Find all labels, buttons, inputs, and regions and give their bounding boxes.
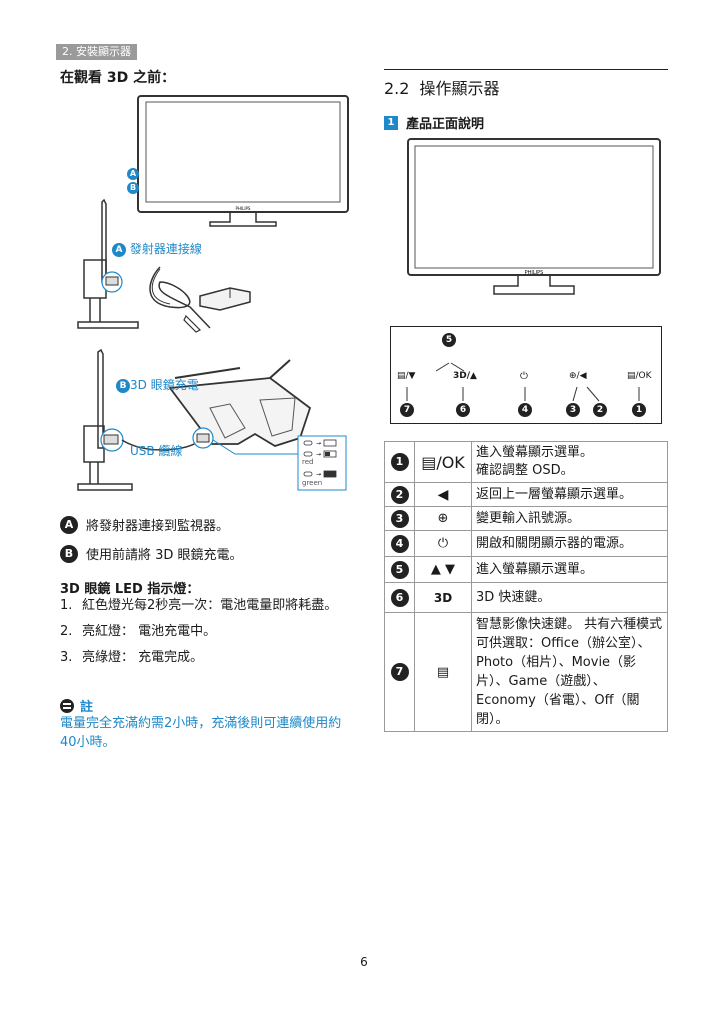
table-row: 6 3D 3D 快速鍵。 [384,582,668,613]
step-b-marker: B [60,544,78,563]
menu-ok-button[interactable]: ▤/OK [627,371,652,381]
svg-text:→: → [316,451,321,458]
control-num-5: 5 [442,333,456,347]
front-monitor-figure: PHILIPS [407,138,661,295]
before-3d-heading: 在觀看 3D 之前： [60,70,176,86]
list-item: 3.亮綠燈： 充電完成。 [60,650,204,665]
emitter-cable-label: A 發射器連接線 [112,240,202,257]
brand-logo: PHILIPS [525,270,544,276]
note-text: 電量完全充滿約需2小時，充滿後則可連續使用約40小時。 [60,716,342,750]
3d-icon: 3D [414,582,472,613]
table-row: 2 ◀ 返回上一層螢幕顯示選單。 [384,482,668,507]
control-panel-diagram: 5 ▤/▼ 3D/▲ ⏻ ⊕/◀ ▤/OK 7 6 4 3 2 1 [390,326,662,424]
brand-logo-small: PHILIPS [236,206,251,211]
input-icon: ⊕ [414,506,472,531]
menu-ok-icon: ▤/OK [414,441,472,483]
step-a-marker: A [60,515,78,534]
key-description-table: 1 ▤/OK 進入螢幕顯示選單。 確認調整 OSD。 2 ◀ 返回上一層螢幕顯示… [384,441,668,732]
section-rule [384,69,668,70]
left-arrow-icon: ◀ [414,482,472,507]
up-down-arrow-icon: ▲ ▼ [414,556,472,583]
control-num-3: 3 [566,403,580,417]
led-heading: 3D 眼鏡 LED 指示燈： [60,582,200,597]
row-desc: 進入螢幕顯示選單。 確認調整 OSD。 [471,441,668,483]
note-heading: 註 [60,696,93,715]
note-icon [60,698,74,713]
table-row: 7 ▤ 智慧影像快速鍵。 共有六種模式可供選取：Office（辦公室）、Phot… [384,612,668,732]
svg-text:→: → [316,471,321,478]
svg-text:→: → [316,440,321,447]
control-num-2: 2 [593,403,607,417]
usb-cable-label: USB 纜線 [130,444,183,458]
step-b-text: 使用前請將 3D 眼鏡充電。 [86,548,243,563]
monitor-emitter-figure: PHILIPS [77,95,349,333]
page-number: 6 [360,955,368,969]
power-icon: ⏻ [414,530,472,557]
section-tab: 2. 安裝顯示器 [56,44,137,60]
control-num-6: 6 [456,403,470,417]
list-item: 1.紅色燈光每2秒亮一次：電池電量即將耗盡。 [60,598,338,613]
list-item: 2.亮紅燈： 電池充電中。 [60,624,217,639]
label-a-marker: A [127,166,139,180]
control-num-1: 1 [632,403,646,417]
step-a: A 將發射器連接到監視器。 [60,515,229,534]
row-num: 1 [390,453,409,471]
power-button[interactable]: ⏻ [520,371,528,382]
table-row: 5 ▲ ▼ 進入螢幕顯示選單。 [384,556,668,583]
label-b-marker: B [127,180,139,194]
sub-section-title: 1 產品正面說明 [384,113,484,132]
led-list: 1.紅色燈光每2秒亮一次：電池電量即將耗盡。 2.亮紅燈： 電池充電中。 3.亮… [60,596,350,674]
control-num-7: 7 [400,403,414,417]
table-row: 4 ⏻ 開啟和關閉顯示器的電源。 [384,530,668,557]
smartimage-icon: ▤ [414,612,472,732]
step-b: B 使用前請將 3D 眼鏡充電。 [60,544,243,563]
control-num-4: 4 [518,403,532,417]
table-row: 1 ▤/OK 進入螢幕顯示選單。 確認調整 OSD。 [384,441,668,483]
glasses-charging-figure: → → → [77,348,347,491]
table-row: 3 ⊕ 變更輸入訊號源。 [384,506,668,531]
3d-up-button[interactable]: 3D/▲ [453,371,477,381]
led-red-label: red [302,458,314,466]
input-left-button[interactable]: ⊕/◀ [569,371,587,381]
led-green-label: green [302,479,323,487]
step-a-text: 將發射器連接到監視器。 [86,519,230,534]
sub-section-number: 1 [384,115,398,130]
smartimage-down-button[interactable]: ▤/▼ [397,371,416,381]
